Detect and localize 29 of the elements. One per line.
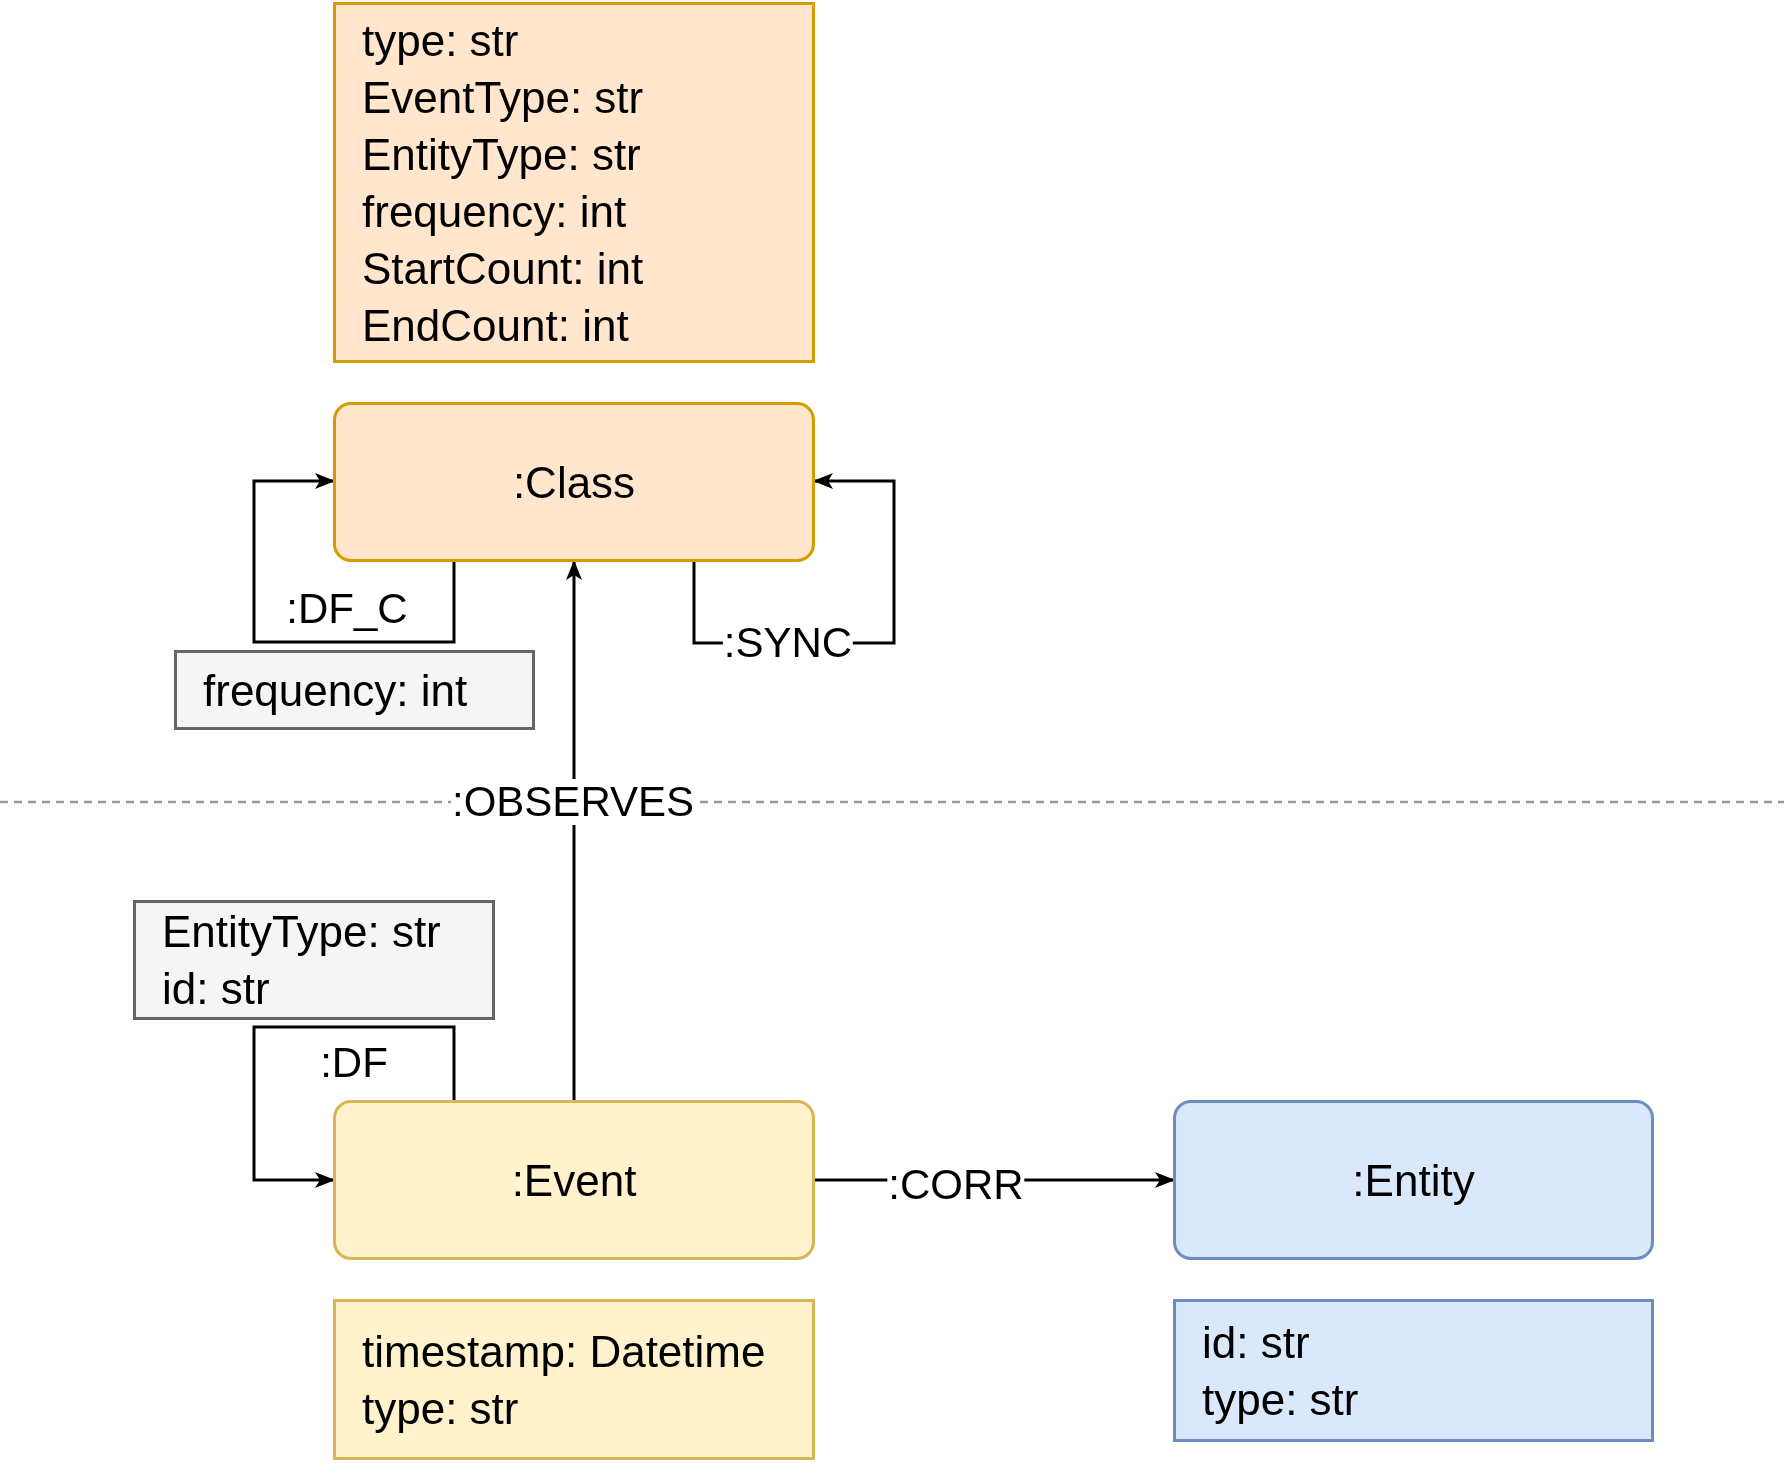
rounded-box — [333, 402, 815, 562]
arrow — [566, 560, 582, 1100]
edge-label: :DF_C — [285, 586, 409, 632]
attribute-text: StartCount: int — [362, 242, 644, 295]
attribute-text: EntityType: str — [362, 128, 641, 181]
arrow — [252, 1025, 456, 1188]
attribute-box — [133, 900, 495, 1020]
attribute-text: frequency: int — [362, 185, 627, 238]
rounded-box — [333, 1100, 815, 1260]
attribute-box — [174, 650, 535, 730]
attribute-text: type: str — [362, 1382, 519, 1435]
attribute-text: timestamp: Datetime — [362, 1325, 766, 1378]
attribute-box — [1173, 1299, 1654, 1442]
attribute-text: id: str — [162, 963, 270, 1015]
node-label: :Class — [512, 456, 636, 509]
node-label: :Event — [511, 1154, 637, 1207]
edge-label: :OBSERVES — [451, 779, 695, 825]
attribute-text: type: str — [1202, 1373, 1359, 1426]
attribute-text: EventType: str — [362, 71, 644, 124]
arrow — [252, 473, 456, 644]
attribute-box — [333, 1299, 815, 1460]
attribute-text: id: str — [1202, 1316, 1310, 1369]
attribute-text: EntityType: str — [162, 906, 441, 958]
attribute-box — [333, 2, 815, 363]
attribute-text: frequency: int — [203, 664, 468, 717]
rounded-box — [1173, 1100, 1654, 1260]
attribute-text: EndCount: int — [362, 299, 629, 352]
node-label: :Entity — [1352, 1154, 1475, 1207]
attribute-text: type: str — [362, 14, 519, 67]
